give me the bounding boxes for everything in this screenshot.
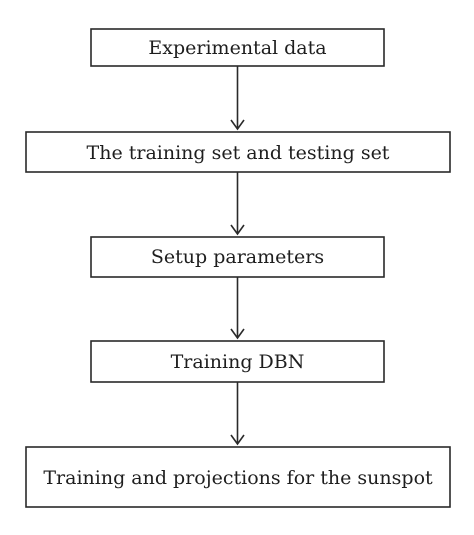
flowchart-step-training-dbn: Training DBN xyxy=(90,340,385,383)
step-label: Setup parameters xyxy=(151,246,324,268)
step-box xyxy=(25,446,451,508)
step-box xyxy=(90,236,385,278)
flowchart-step-setup-parameters: Setup parameters xyxy=(90,236,385,278)
step-label: Experimental data xyxy=(148,37,326,59)
flowchart-step-training-projections: Training and projections for the sunspot xyxy=(25,446,451,508)
flow-arrow xyxy=(230,172,245,236)
flow-arrow xyxy=(230,277,245,340)
step-label: Training DBN xyxy=(171,351,305,373)
flow-arrow xyxy=(230,382,245,446)
step-label: Training and projections for the sunspot xyxy=(43,467,433,489)
step-box xyxy=(90,28,385,67)
flow-arrow xyxy=(230,66,245,131)
step-label: The training set and testing set xyxy=(87,142,390,164)
step-box xyxy=(25,131,451,173)
flowchart-step-experimental-data: Experimental data xyxy=(90,28,385,67)
flowchart-step-training-testing-set: The training set and testing set xyxy=(25,131,451,173)
